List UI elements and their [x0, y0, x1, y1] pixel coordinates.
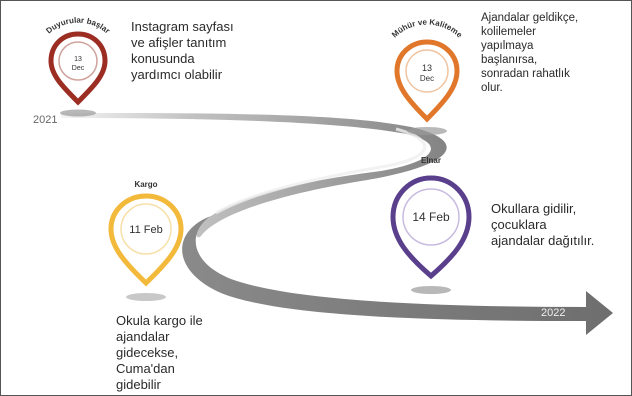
milestone-date-month-2: Dec — [420, 74, 434, 83]
milestone-pin-3: Kargo 11 Feb — [108, 180, 184, 287]
milestone-title-4: Elnar — [421, 156, 441, 165]
timeline-road-highlight — [215, 127, 427, 215]
pin-shadow — [407, 127, 447, 135]
milestone-title-2: Mühür ve Kaliteme — [390, 18, 464, 40]
milestone-note-4: Okullara gidilir, çocuklara ajandalar da… — [491, 201, 595, 248]
pin-shadow — [60, 109, 96, 117]
milestone-note-1: Instagram sayfası ve afişler tanıtım kon… — [131, 19, 234, 82]
milestone-date-day-2: 13 — [422, 63, 432, 73]
milestone-note-3: Okula kargo ile ajandalar gidecekse, Cum… — [116, 313, 203, 392]
pin-inner-ring — [405, 49, 449, 93]
pin-body — [394, 39, 460, 123]
pin-inner-ring — [402, 188, 460, 246]
start-year-label: 2021 — [33, 114, 58, 126]
pin-body — [108, 193, 184, 287]
milestone-pin-4: Elnar 14 Feb — [390, 156, 472, 280]
milestone-date-4: 14 Feb — [412, 210, 450, 224]
milestone-note-2: Ajandalar geldikçe, kolilemeler yapılmay… — [481, 12, 579, 94]
pin-shadow — [411, 286, 451, 294]
pin-body — [48, 31, 108, 106]
milestone-date-day-1: 13 — [74, 56, 82, 63]
pin-body — [390, 175, 472, 280]
milestone-date-month-1: Dec — [72, 65, 85, 72]
timeline-road-bottom — [182, 216, 613, 335]
milestone-pin-1: Duyurular başlar 13 Dec — [44, 16, 112, 106]
pin-inner-ring — [58, 41, 98, 81]
pin-shadow — [126, 293, 166, 301]
milestone-date-3: 11 Feb — [129, 224, 162, 236]
timeline-road-top — [61, 113, 447, 238]
milestone-pin-2: Mühür ve Kaliteme 13 Dec — [390, 18, 464, 123]
pin-inner-ring — [120, 203, 172, 255]
end-year-label: 2022 — [541, 307, 566, 319]
milestone-title-3: Kargo — [134, 180, 157, 189]
